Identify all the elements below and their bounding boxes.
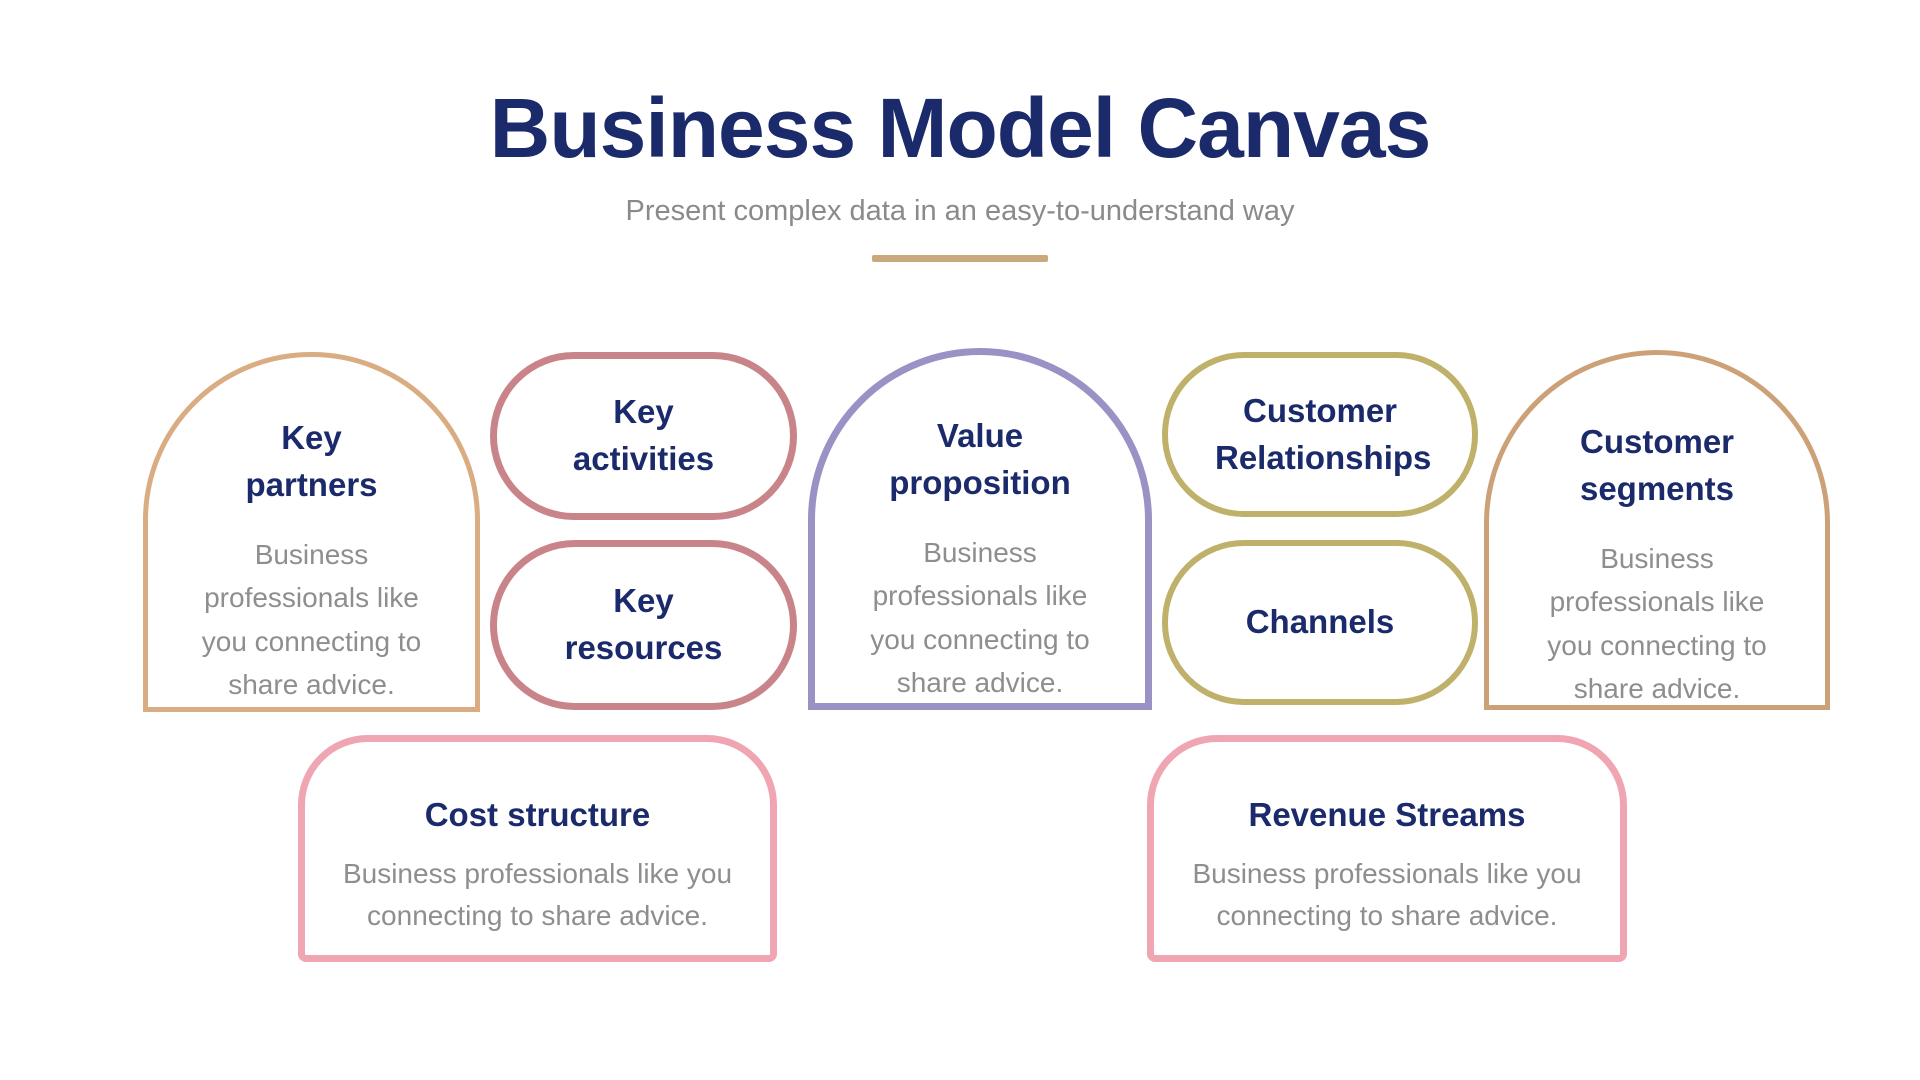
block-revenue-streams: Revenue Streams Business professionals l… [1147,735,1627,962]
key-partners-desc: Business professionals like you connecti… [201,538,422,700]
block-cost-structure: Cost structure Business professionals li… [298,735,777,962]
block-key-resources: Key resources [490,540,797,710]
customer-segments-desc: Business professionals like you connecti… [1547,542,1767,704]
key-resources-label: Key resources [564,582,723,666]
customer-segments-label: Customer segments [1579,423,1735,507]
value-proposition-label: Value proposition [889,417,1071,501]
value-proposition-desc: Business professionals like you connecti… [870,536,1090,698]
header: Business Model Canvas Present complex da… [0,0,1920,262]
block-key-partners: Key partners Business professionals like… [143,352,480,712]
cost-structure-label: Cost structure [424,796,651,833]
revenue-streams-desc: Business professionals like you connecti… [1192,857,1582,931]
page-title: Business Model Canvas [489,81,1432,175]
cost-structure-desc: Business professionals like you connecti… [342,857,733,931]
block-channels: Channels [1162,540,1478,705]
block-customer-relationships: Customer Relationships [1162,352,1478,517]
key-activities-label: Key activities [572,393,715,477]
block-customer-segments: Customer segments Business professionals… [1484,350,1830,710]
block-value-proposition: Value proposition Business professionals… [808,348,1152,710]
block-key-activities: Key activities [490,352,797,520]
page-subtitle: Present complex data in an easy-to-under… [625,195,1295,227]
channels-label: Channels [1245,603,1395,641]
revenue-streams-label: Revenue Streams [1248,796,1526,833]
customer-relationships-label: Customer Relationships [1215,391,1432,476]
key-partners-label: Key partners [245,419,378,503]
title-divider [872,254,1048,262]
